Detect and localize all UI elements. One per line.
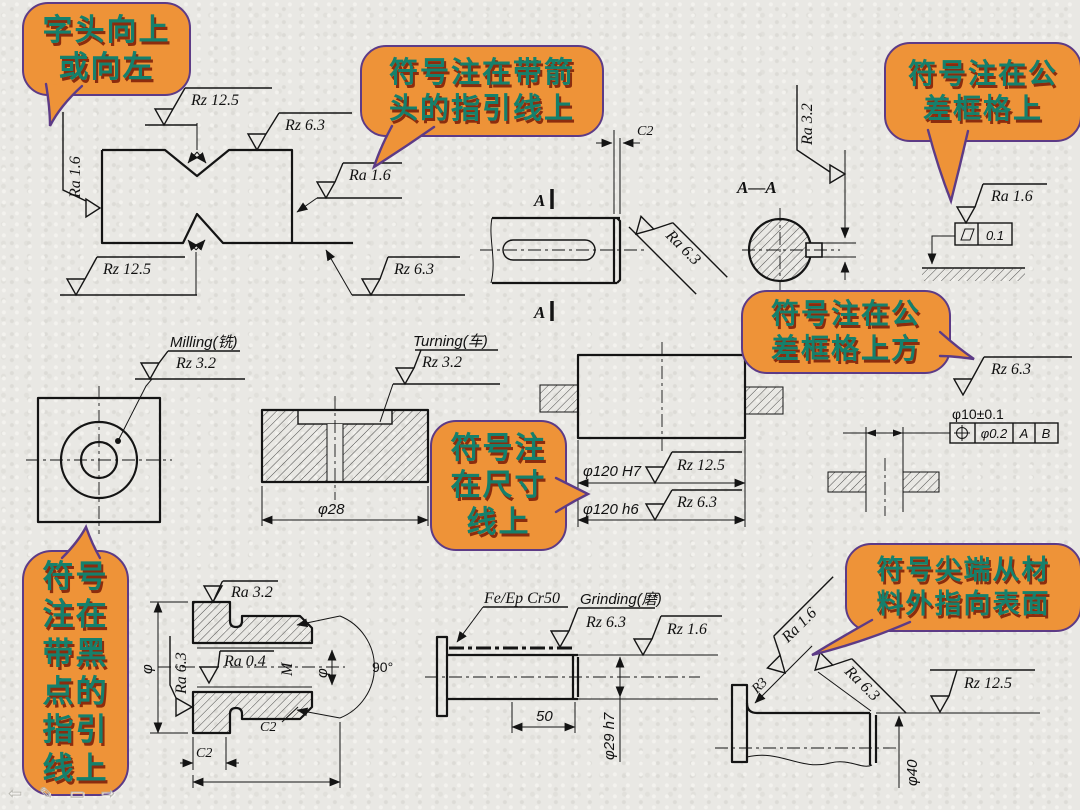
label-diameter: φ	[314, 668, 331, 678]
label-chamfer: C2	[196, 746, 212, 761]
drawing-bushing: Ra 3.2 φ Ra 6.3 Ra 0.4 M φ 90° C2 C2	[139, 580, 393, 788]
callout-line: 符号	[42, 558, 109, 595]
label-fillet: R3	[749, 675, 771, 697]
label-roughness: Rz 6.3	[393, 261, 434, 278]
callout-line: 符号尖端从材	[876, 555, 1051, 587]
label-roughness: Rz 12.5	[190, 92, 239, 109]
section-mark: A	[533, 191, 545, 210]
label-roughness: Ra 1.6	[990, 188, 1033, 205]
callout-on-dimension-line: 符号注 在尺寸 线上	[430, 420, 567, 551]
label-length: 50	[536, 708, 553, 725]
drawing-plated-shaft: Fe/Ep Cr50 Grinding(磨) Rz 6.3 Rz 1.6 50 …	[425, 590, 722, 762]
callout-line: 在尺寸	[450, 467, 547, 503]
callout-line: 线上	[466, 505, 531, 541]
label-roughness: Rz 12.5	[963, 675, 1012, 692]
callout-line: 或向左	[58, 50, 155, 85]
callout-line: 点的	[42, 674, 109, 710]
position-target-icon	[954, 425, 970, 441]
callout-text-direction: 字头向上 或向左	[22, 2, 191, 96]
label-roughness: Ra 3.2	[230, 584, 273, 601]
drawing-turned-part: φ28 Turning(车) Rz 3.2	[260, 333, 500, 526]
drawing-milled-plate: Milling(铣) Rz 3.2	[26, 334, 245, 534]
label-roughness: Ra 0.4	[223, 653, 266, 670]
label-roughness: Ra 1.6	[348, 167, 391, 184]
callout-tip-from-outside: 符号尖端从材 料外指向表面	[845, 543, 1080, 632]
callout-line: 注在	[42, 597, 109, 634]
label-process: Grinding(磨)	[580, 591, 662, 608]
callout-line: 头的指引线上	[388, 91, 575, 125]
callout-line: 符号注在带箭	[388, 55, 575, 90]
label-fit-dimension: φ120 h6	[583, 501, 639, 518]
callout-line: 带黑	[42, 635, 109, 672]
drawing-flatness-demo: Ra 1.6 0.1	[922, 183, 1047, 281]
label-diameter: φ40	[904, 759, 921, 786]
label-thread: M	[279, 661, 296, 677]
next-slide-button[interactable]: ⇨	[100, 784, 116, 804]
section-title: A—A	[736, 178, 777, 197]
label-process: Turning(车)	[413, 333, 488, 350]
drawing-bowtie-part: Ra 1.6 Rz 12.5 Rz 6.3 Ra 1.6 Rz 12.5 Rz …	[60, 87, 465, 297]
label-fit-dimension: φ120 H7	[583, 463, 642, 480]
callout-line: 差框格上	[922, 92, 1043, 125]
drawing-flanged-shaft: R3 Ra 1.6 Ra 6.3 Rz 12.5 φ40	[715, 576, 1040, 788]
callout-on-tolerance-frame: 符号注在公 差框格上	[884, 42, 1080, 142]
callout-line: 符号注	[450, 430, 547, 466]
label-roughness: Rz 6.3	[990, 361, 1031, 378]
label-diameter: φ10±0.1	[952, 406, 1004, 422]
label-roughness: Ra 3.2	[799, 103, 816, 146]
label-roughness: Rz 6.3	[585, 614, 626, 631]
label-roughness: Rz 6.3	[676, 494, 717, 511]
label-roughness: Rz 12.5	[676, 457, 725, 474]
label-roughness: Rz 12.5	[102, 261, 151, 278]
label-diameter: φ29 h7	[601, 712, 618, 760]
label-roughness: Rz 6.3	[284, 117, 325, 134]
label-roughness: Rz 3.2	[421, 354, 462, 371]
slide-menu-button[interactable]: ▭	[68, 784, 86, 804]
callout-above-tolerance-frame: 符号注在公 差框格上方	[741, 290, 951, 374]
label-roughness: Ra 1.6	[67, 156, 84, 199]
label-tolerance: φ0.2	[981, 426, 1008, 441]
callout-arrow-leader: 符号注在带箭 头的指引线上	[360, 45, 604, 137]
flatness-parallelogram-icon	[960, 228, 975, 241]
callout-line: 差框格上方	[770, 332, 921, 365]
label-process: Milling(铣)	[170, 334, 238, 351]
pen-tool-button[interactable]: ✎	[38, 784, 54, 804]
label-tolerance: 0.1	[986, 228, 1004, 243]
callout-line: 字头向上	[42, 12, 171, 48]
callout-line: 线上	[42, 750, 109, 787]
label-roughness: Rz 3.2	[175, 355, 216, 372]
label-coating: Fe/Ep Cr50	[483, 590, 560, 607]
callout-black-dot-leader: 符号 注在 带黑 点的 指引 线上	[22, 550, 129, 796]
label-roughness: Rz 1.6	[666, 621, 707, 638]
label-angle: 90°	[372, 659, 393, 675]
label-chamfer: C2	[637, 124, 653, 139]
drawing-position-demo: Rz 6.3 φ10±0.1 φ0.2 A B	[827, 356, 1072, 516]
callout-line: 指引	[42, 712, 109, 749]
label-diameter: φ	[139, 664, 156, 674]
label-chamfer: C2	[260, 720, 276, 735]
previous-slide-button[interactable]: ⇦	[7, 784, 23, 804]
callout-line: 料外指向表面	[876, 588, 1051, 620]
label-roughness: Ra 6.3	[173, 652, 190, 695]
drawing-fit-assembly: φ120 H7 Rz 12.5 φ120 h6 Rz 6.3	[539, 342, 784, 527]
label-datum: A	[1019, 426, 1029, 441]
label-diameter: φ28	[318, 501, 345, 518]
drawing-keyway-shaft: C2 A A Ra 6.3	[480, 124, 728, 322]
drawing-section-view: A—A Ra 3.2	[736, 85, 856, 295]
label-datum: B	[1042, 426, 1051, 441]
callout-line: 符号注在公	[770, 297, 921, 331]
section-mark: A	[533, 303, 545, 322]
slideshow-toolbar: ⇦ ✎ ▭ ⇨	[4, 784, 119, 804]
callout-line: 符号注在公	[907, 57, 1058, 91]
